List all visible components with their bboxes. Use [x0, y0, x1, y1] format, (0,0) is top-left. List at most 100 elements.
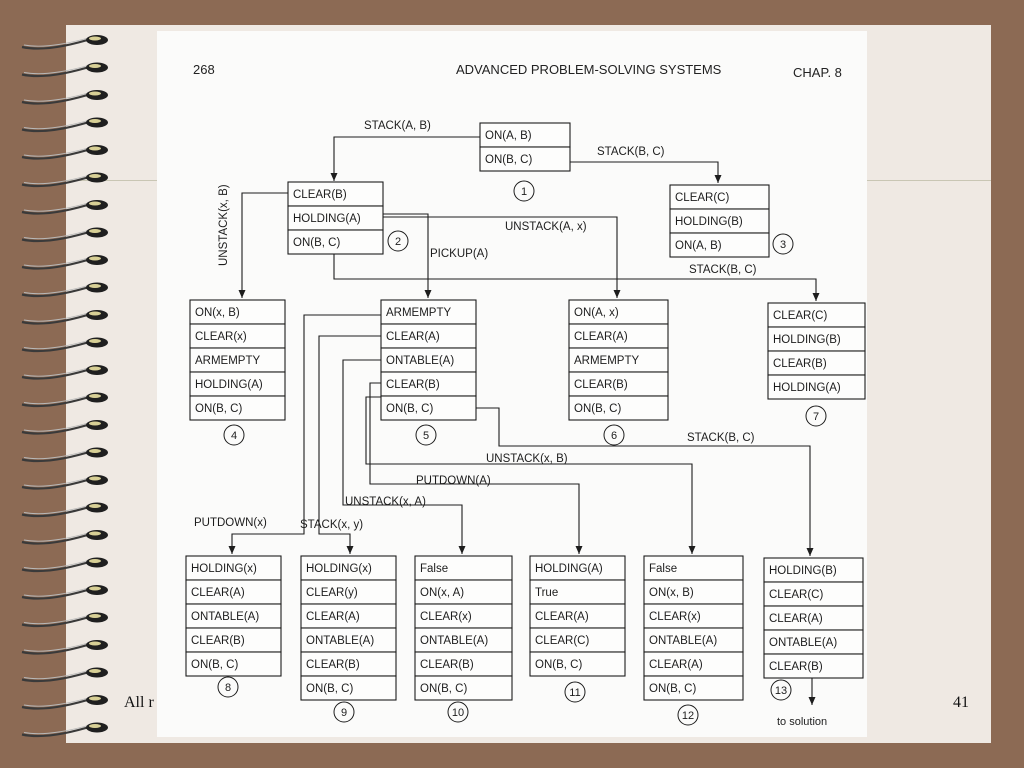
- edge-arrowhead: [228, 546, 236, 554]
- node-number: 8: [225, 682, 231, 694]
- goal-tree-diagram: STACK(A, B) STACK(B, C) UNSTACK(x, B) PICKU…: [185, 62, 866, 728]
- edge-line: [383, 213, 429, 298]
- node-cell-text: ON(A, B): [485, 130, 532, 142]
- edge-label: UNSTACK(A, x): [505, 221, 587, 233]
- node-number-circle: [772, 233, 794, 255]
- node-cell-box: [669, 232, 770, 258]
- node-cell-text: CLEAR(B): [191, 635, 245, 647]
- node-cell-box: [414, 579, 513, 605]
- binding-ring: [21, 310, 108, 325]
- node-4: ON(x, B)CLEAR(x)ARMEMPTYHOLDING(A)ON(B, …: [189, 299, 286, 446]
- node-cell-box: [643, 579, 744, 605]
- node-cell-box: [568, 395, 669, 421]
- edge-line: [318, 335, 381, 554]
- edge-line: [333, 136, 480, 181]
- edge-label: UNSTACK(x, B): [486, 453, 568, 465]
- node-cell-box: [300, 675, 397, 701]
- node-cell-text: HOLDING(A): [195, 379, 263, 391]
- node-cell-text: HOLDING(x): [191, 563, 257, 575]
- edge-arrowhead: [688, 546, 696, 554]
- node-cell-text: ON(x, A): [420, 587, 464, 599]
- node-9: HOLDING(x)CLEAR(y)CLEAR(A)ONTABLE(A)CLEA…: [300, 555, 397, 723]
- node-cell-text: False: [649, 563, 677, 575]
- slide-number: 41: [953, 694, 969, 711]
- node-number-circle: [770, 679, 792, 701]
- node-cell-box: [300, 603, 397, 629]
- node-cell-text: HOLDING(A): [773, 382, 841, 394]
- node-cell-text: True: [535, 587, 558, 599]
- book-page-number: 268: [193, 62, 215, 77]
- edge-line: [231, 314, 381, 554]
- binding-ring: [21, 585, 108, 600]
- edge-arrowhead: [806, 548, 814, 556]
- edge-2-7: STACK(B, C): [333, 254, 820, 301]
- node-cell-box: [529, 627, 626, 653]
- node-cell-text: ON(A, x): [574, 307, 619, 319]
- edge-arrowhead: [346, 546, 354, 554]
- node-cell-text: ONTABLE(A): [769, 637, 837, 649]
- node-cell-text: CLEAR(A): [386, 331, 440, 343]
- node-cell-box: [643, 627, 744, 653]
- edge-arrowhead: [330, 173, 338, 181]
- terminal-label: to solution: [777, 716, 827, 728]
- binding-ring: [21, 475, 108, 490]
- node-cell-box: [414, 651, 513, 677]
- node-cell-text: ON(B, C): [649, 683, 696, 695]
- node-cell-box: [763, 605, 864, 631]
- edge-label: PICKUP(A): [430, 248, 488, 260]
- edge-1-3: STACK(B, C): [570, 146, 722, 183]
- binding-ring: [21, 117, 108, 133]
- edge-label: STACK(B, C): [597, 146, 665, 158]
- node-cell-box: [643, 651, 744, 677]
- node-number-circle: [223, 424, 245, 446]
- spiral-binding: [21, 35, 108, 738]
- node-cell-box: [763, 581, 864, 607]
- binding-ring: [21, 62, 108, 78]
- edge-line: [369, 382, 580, 554]
- edge-arrowhead: [613, 290, 621, 298]
- binding-ring: [21, 35, 108, 50]
- node-cell-text: ON(B, C): [485, 154, 532, 166]
- node-cell-text: ON(B, C): [195, 403, 242, 415]
- node-number-circle: [415, 424, 437, 446]
- edge-arrowhead: [575, 546, 583, 554]
- node-cell-box: [529, 651, 626, 677]
- node-cell-text: CLEAR(A): [535, 611, 589, 623]
- node-number-circle: [677, 704, 699, 726]
- node-number: 10: [452, 707, 464, 719]
- node-cell-text: CLEAR(C): [535, 635, 589, 647]
- node-5: ARMEMPTYCLEAR(A)ONTABLE(A)CLEAR(B)ON(B, …: [380, 299, 477, 446]
- edge-label: PUTDOWN(A): [416, 475, 491, 487]
- binding-ring: [21, 145, 108, 160]
- node-cell-text: CLEAR(B): [769, 661, 823, 673]
- node-cell-text: CLEAR(B): [386, 379, 440, 391]
- edge-label: STACK(B, C): [689, 264, 757, 276]
- node-number-circle: [387, 230, 409, 252]
- node-cell-box: [287, 205, 384, 231]
- edge-label: PUTDOWN(x): [194, 517, 267, 529]
- edge-label: STACK(A, B): [364, 120, 431, 132]
- node-number-circle: [447, 701, 469, 723]
- node-cell-text: ON(A, B): [675, 240, 722, 252]
- node-cell-box: [380, 347, 477, 373]
- node-cell-text: CLEAR(C): [773, 310, 827, 322]
- solution-arrow: [808, 678, 816, 705]
- node-cell-text: CLEAR(B): [293, 189, 347, 201]
- binding-ring: [21, 695, 108, 710]
- node-number-circle: [333, 701, 355, 723]
- node-number-circle: [805, 405, 827, 427]
- node-number: 1: [521, 186, 527, 198]
- node-cell-box: [568, 371, 669, 397]
- binding-ring: [21, 200, 108, 215]
- node-13: HOLDING(B)CLEAR(C)CLEAR(A)ONTABLE(A)CLEA…: [763, 557, 864, 701]
- binding-ring: [21, 667, 108, 683]
- node-number: 13: [775, 685, 787, 697]
- node-2: CLEAR(B)HOLDING(A)ON(B, C)2: [287, 181, 409, 255]
- node-cell-box: [529, 579, 626, 605]
- edge-line: [365, 396, 693, 554]
- node-cell-text: ONTABLE(A): [386, 355, 454, 367]
- binding-ring: [21, 337, 108, 353]
- node-cell-text: HOLDING(x): [306, 563, 372, 575]
